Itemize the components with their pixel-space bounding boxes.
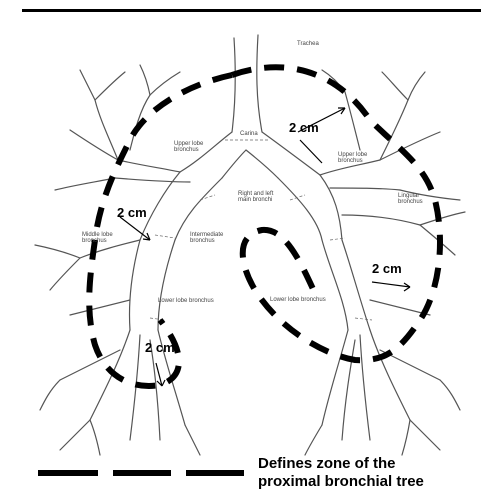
bronchial-tree-outline	[35, 35, 465, 455]
legend-dash-1	[38, 470, 98, 476]
label-main-bronchi: Right and left main bronchi	[238, 191, 298, 204]
label-upper-lobe-bronchus-left: Upper lobe bronchus	[338, 152, 382, 165]
label-lower-lobe-bronchus-left: Lower lobe bronchus	[270, 297, 350, 303]
label-lingular-bronchus: Lingular bronchus	[398, 193, 442, 206]
label-carina: Carina	[240, 131, 258, 137]
label-middle-lobe-bronchus: Middle lobe bronchus	[82, 232, 126, 245]
legend-line-2: proximal bronchial tree	[258, 473, 481, 491]
legend-line-1: Defines zone of the	[258, 455, 481, 473]
measurement-label-lingular: 2 cm	[372, 262, 402, 276]
proximal-zone-boundary	[89, 67, 440, 386]
measurement-label-lower-right: 2 cm	[145, 341, 175, 355]
measurement-label-middle-lobe: 2 cm	[117, 206, 147, 220]
legend-dash-3	[186, 470, 244, 476]
measurement-label-upper-left: 2 cm	[289, 121, 319, 135]
label-intermediate-bronchus: Intermediate bronchus	[190, 232, 240, 245]
legend-text: Defines zone of the proximal bronchial t…	[258, 455, 481, 491]
legend-dash-2	[113, 470, 171, 476]
label-upper-lobe-bronchus-right: Upper lobe bronchus	[174, 141, 218, 154]
label-lower-lobe-bronchus-right: Lower lobe bronchus	[158, 298, 238, 304]
label-trachea: Trachea	[297, 41, 319, 47]
